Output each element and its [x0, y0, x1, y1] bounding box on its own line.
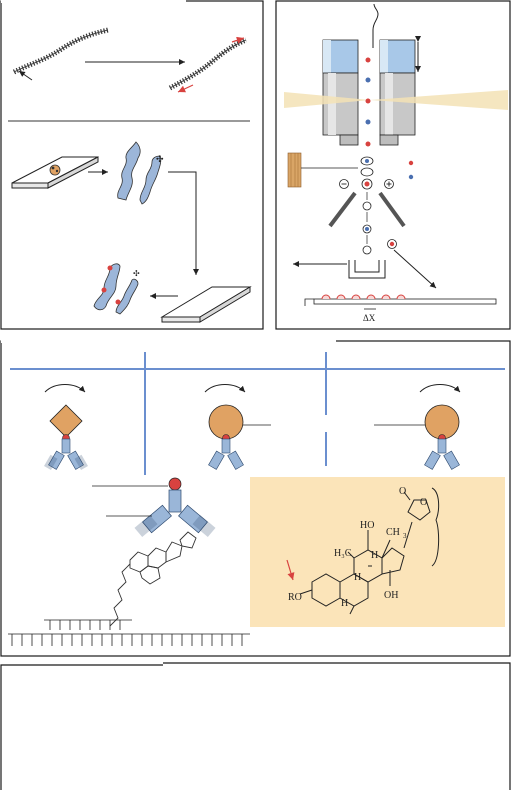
- ion-stream: [360, 156, 397, 255]
- dna-strand-left: [12, 27, 109, 81]
- delta-x-label: ΔX: [363, 313, 376, 323]
- magnet-right: [379, 39, 416, 74]
- arrow-chromosomes-down: [168, 171, 199, 275]
- label-o-carbonyl: O: [399, 486, 406, 497]
- panel-d: [0, 662, 511, 790]
- complex-circle-a: [204, 384, 271, 470]
- chromosomes-labeled: ✣: [93, 263, 140, 315]
- surface-comb: [8, 619, 250, 646]
- panel-a-frame-gap: [1, 0, 186, 3]
- laser-beam-left: [284, 92, 370, 108]
- label-h-b: H: [354, 572, 361, 583]
- label-o-lactone: O: [420, 497, 427, 508]
- label-h-c: H: [341, 598, 348, 609]
- label-ro: RO: [288, 592, 302, 603]
- label-h-a: H: [371, 550, 378, 561]
- laser-beam-right: [370, 90, 508, 110]
- panel-d-frame-right: [163, 662, 511, 790]
- ion-red-side: [408, 160, 414, 166]
- glass-slide-top: [11, 156, 99, 189]
- ions-column: [365, 57, 371, 147]
- glass-slide-bottom: [160, 286, 252, 323]
- ion-blue-side: [408, 174, 414, 180]
- structure-panel: HO CH 3 H₃C H H H OH RO O O: [250, 477, 505, 627]
- red-pointer-arrow: [286, 559, 295, 581]
- electrode-negative: [328, 191, 357, 228]
- chromosomes-top: ✣: [117, 141, 164, 205]
- column-left: [322, 72, 359, 146]
- wood-sample: [287, 152, 302, 188]
- collector-cup: [348, 260, 386, 279]
- panel-c: HO CH 3 H₃C H H H OH RO O O: [0, 339, 511, 657]
- label-ch3: CH: [386, 527, 400, 538]
- panel-d-frame-left: [0, 664, 163, 790]
- complex-diamond: [44, 384, 88, 471]
- svg-text:✣: ✣: [156, 154, 164, 164]
- magnet-left: [322, 39, 359, 74]
- steroid-linker: [109, 531, 197, 627]
- label-h3c: H₃C: [334, 548, 352, 559]
- ion-source-wire: [372, 3, 379, 48]
- detector: ΔX: [304, 294, 497, 323]
- panel-b-frame: [275, 0, 511, 330]
- label-ch3-sub: 3: [403, 532, 407, 540]
- panel-a: ✣ ✣: [0, 0, 264, 330]
- svg-text:✣: ✣: [133, 269, 140, 278]
- panel-b: ΔX: [275, 0, 511, 330]
- column-right: [379, 72, 416, 146]
- structure-panel-bg: [250, 477, 505, 627]
- label-oh: OH: [384, 590, 398, 601]
- antibody-large: [92, 477, 216, 538]
- dna-strand-right: [168, 36, 247, 93]
- arrow-deflected: [393, 249, 437, 289]
- label-ho: HO: [360, 520, 374, 531]
- complex-circle-b: [374, 384, 461, 470]
- electrode-positive: [378, 191, 406, 228]
